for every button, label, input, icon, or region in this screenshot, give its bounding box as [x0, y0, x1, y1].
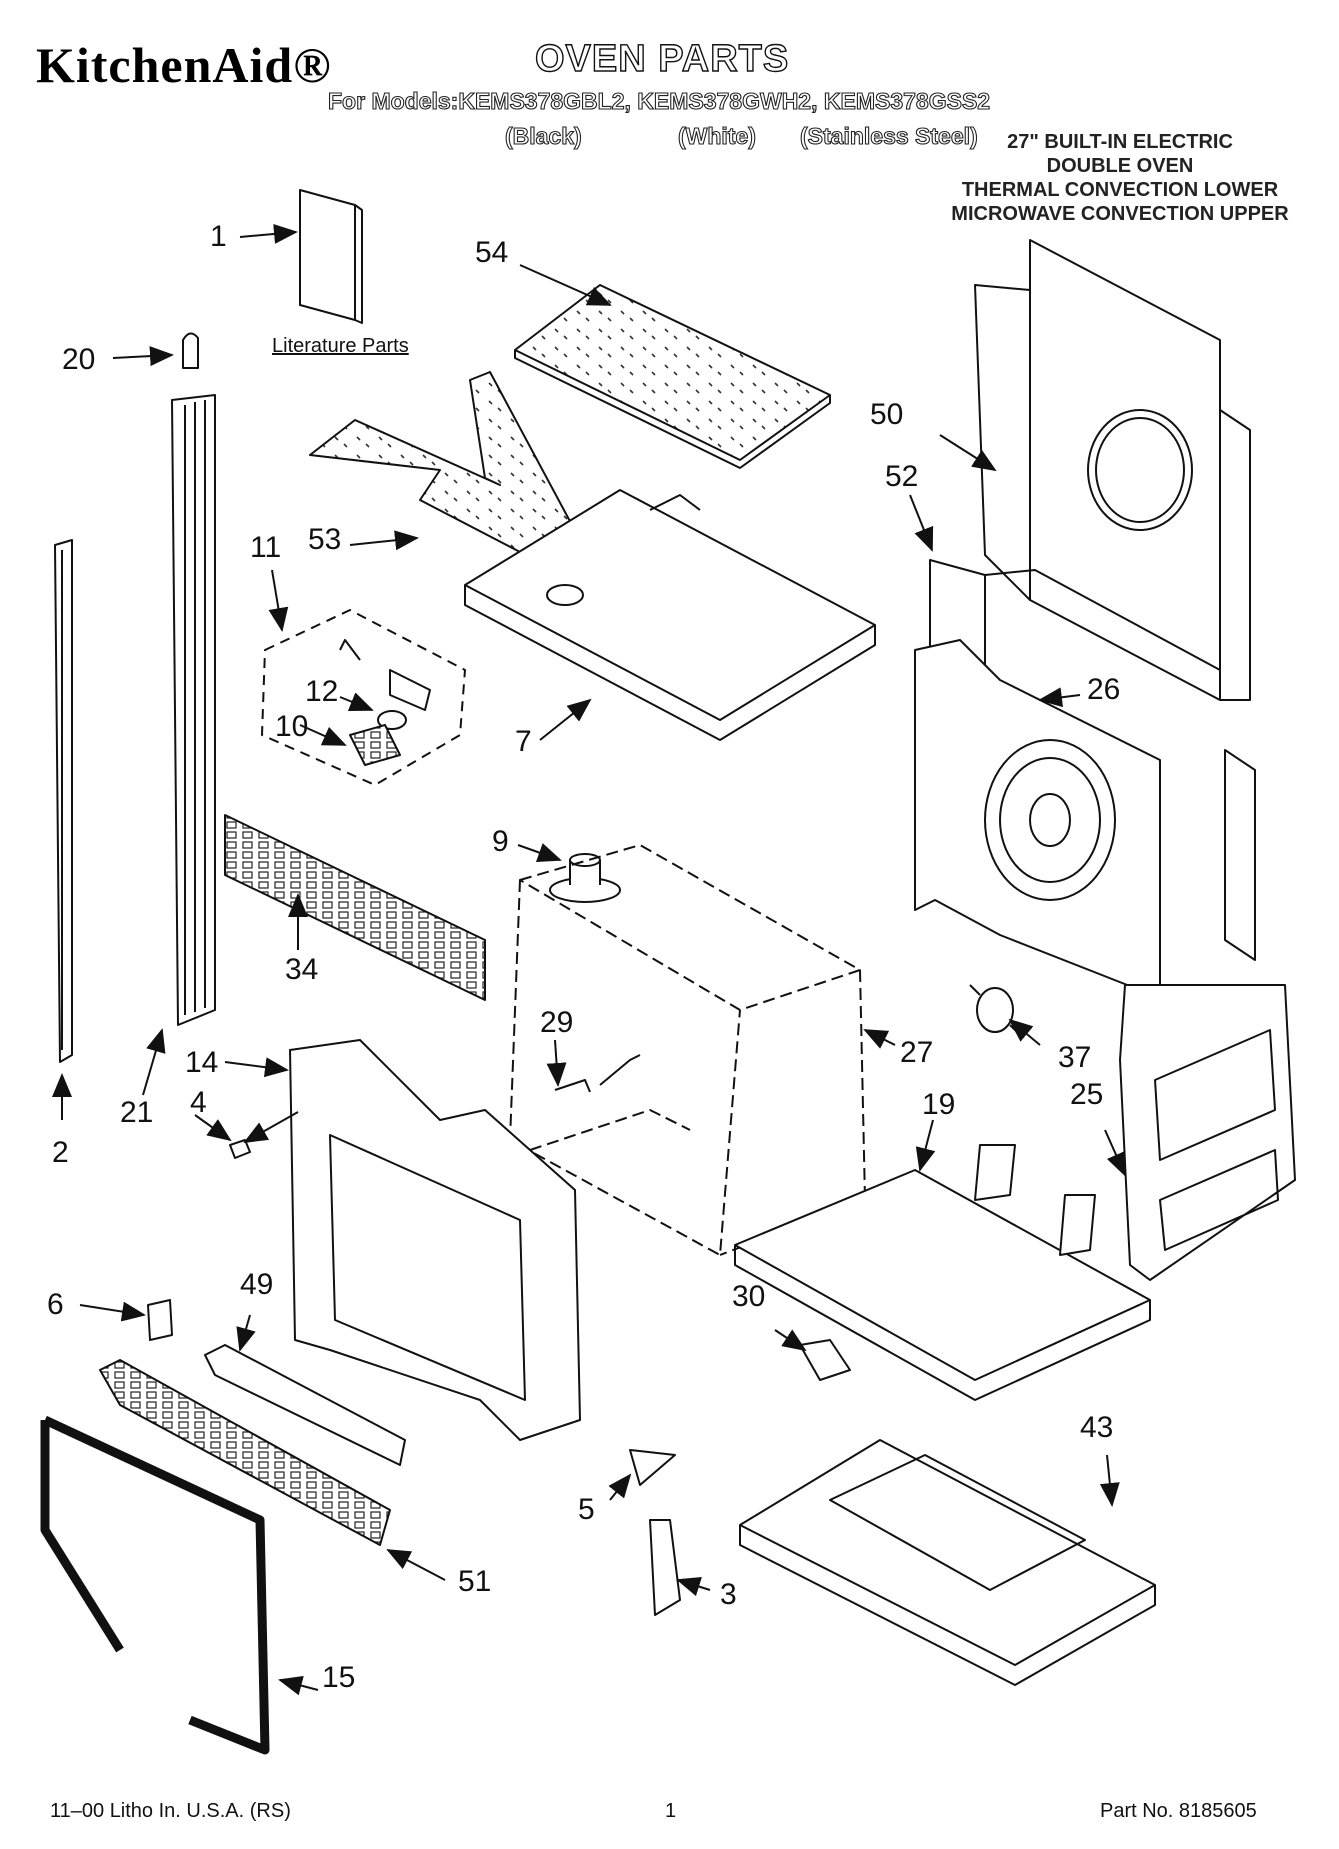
callout-34: 34 — [285, 953, 319, 986]
part-52-insulation-panel — [929, 559, 1221, 700]
variant-stainless: (Stainless Steel) — [799, 123, 978, 149]
callout-51: 51 — [458, 1565, 492, 1598]
callout-10: 10 — [275, 710, 309, 743]
callout-5: 5 — [578, 1493, 595, 1526]
variant-black: (Black) — [504, 123, 582, 149]
part-50-back-panel — [974, 239, 1251, 701]
part-11-light-assembly — [261, 609, 466, 786]
callout-52: 52 — [885, 460, 919, 493]
part-51-front-trim — [99, 1359, 391, 1546]
literature-booklet — [299, 189, 363, 324]
part-49-trim — [204, 1344, 406, 1466]
callout-21: 21 — [120, 1096, 154, 1129]
callout-7: 7 — [515, 725, 532, 758]
footer-print-info: 11–00 Litho In. U.S.A. (RS) — [50, 1800, 291, 1822]
part-43-tray — [739, 1439, 1156, 1686]
appliance-description: 27" BUILT-IN ELECTRIC DOUBLE OVEN THERMA… — [920, 130, 1320, 226]
callout-29: 29 — [540, 1006, 574, 1039]
brand-logo: KitchenAid® — [36, 37, 332, 93]
callout-2: 2 — [52, 1136, 69, 1169]
part-14-front-frame — [289, 1039, 581, 1441]
callout-9: 9 — [492, 825, 509, 858]
part-29-sensor — [554, 1054, 641, 1093]
callout-49: 49 — [240, 1268, 274, 1301]
callout-25: 25 — [1070, 1078, 1104, 1111]
part-15-door-gasket — [40, 1415, 270, 1755]
part-37-thermostat — [969, 984, 1021, 1036]
part-6-bracket — [147, 1299, 173, 1341]
part-30-bracket — [799, 1339, 851, 1381]
part-21-side-rail — [171, 394, 216, 1026]
description-line: 27" BUILT-IN ELECTRIC — [1007, 131, 1233, 153]
callout-54: 54 — [475, 236, 509, 269]
callout-12: 12 — [305, 675, 339, 708]
callout-3: 3 — [720, 1578, 737, 1611]
page-number: 1 — [665, 1800, 677, 1822]
models-line: For Models:KEMS378GBL2, KEMS378GWH2, KEM… — [327, 88, 991, 114]
part-4-screw — [229, 1139, 251, 1159]
description-line: THERMAL CONVECTION LOWER — [961, 179, 1279, 201]
part-number: Part No. 8185605 — [1100, 1800, 1257, 1822]
callout-27: 27 — [900, 1036, 934, 1069]
part-5-bracket — [629, 1449, 676, 1486]
callout-43: 43 — [1080, 1411, 1114, 1444]
part-54-perforated-panel — [514, 284, 831, 469]
callout-14: 14 — [185, 1046, 219, 1079]
variant-white: (White) — [677, 123, 756, 149]
callout-11: 11 — [250, 531, 282, 564]
part-19-bottom-shield — [734, 1144, 1151, 1401]
description-line: MICROWAVE CONVECTION UPPER — [951, 203, 1289, 225]
part-34-vent-grille — [224, 814, 486, 1001]
callout-26: 26 — [1087, 673, 1121, 706]
callout-4: 4 — [190, 1086, 207, 1119]
description-line: DOUBLE OVEN — [1046, 155, 1194, 177]
callout-30: 30 — [732, 1280, 766, 1313]
part-2-trim-strip — [54, 539, 73, 1063]
part-3-hinge — [649, 1519, 681, 1616]
part-26-convection-panel — [914, 639, 1256, 1061]
callout-53: 53 — [308, 523, 342, 556]
callout-50: 50 — [870, 398, 904, 431]
page-title: OVEN PARTS — [534, 38, 790, 80]
part-7-top-shield — [464, 489, 876, 741]
callout-37: 37 — [1058, 1041, 1092, 1074]
callout-19: 19 — [922, 1088, 956, 1121]
callout-15: 15 — [322, 1661, 356, 1694]
callout-1: 1 — [210, 220, 227, 253]
part-53-insulation — [309, 371, 581, 566]
callout-20: 20 — [62, 343, 96, 376]
callout-6: 6 — [47, 1288, 64, 1321]
part-25-side-panel — [1119, 984, 1296, 1281]
literature-parts-label: Literature Parts — [272, 335, 409, 357]
part-20-clip — [182, 332, 199, 369]
part-9-fan-motor — [549, 853, 621, 903]
light-socket — [339, 639, 431, 711]
part-10-lens — [349, 724, 401, 766]
